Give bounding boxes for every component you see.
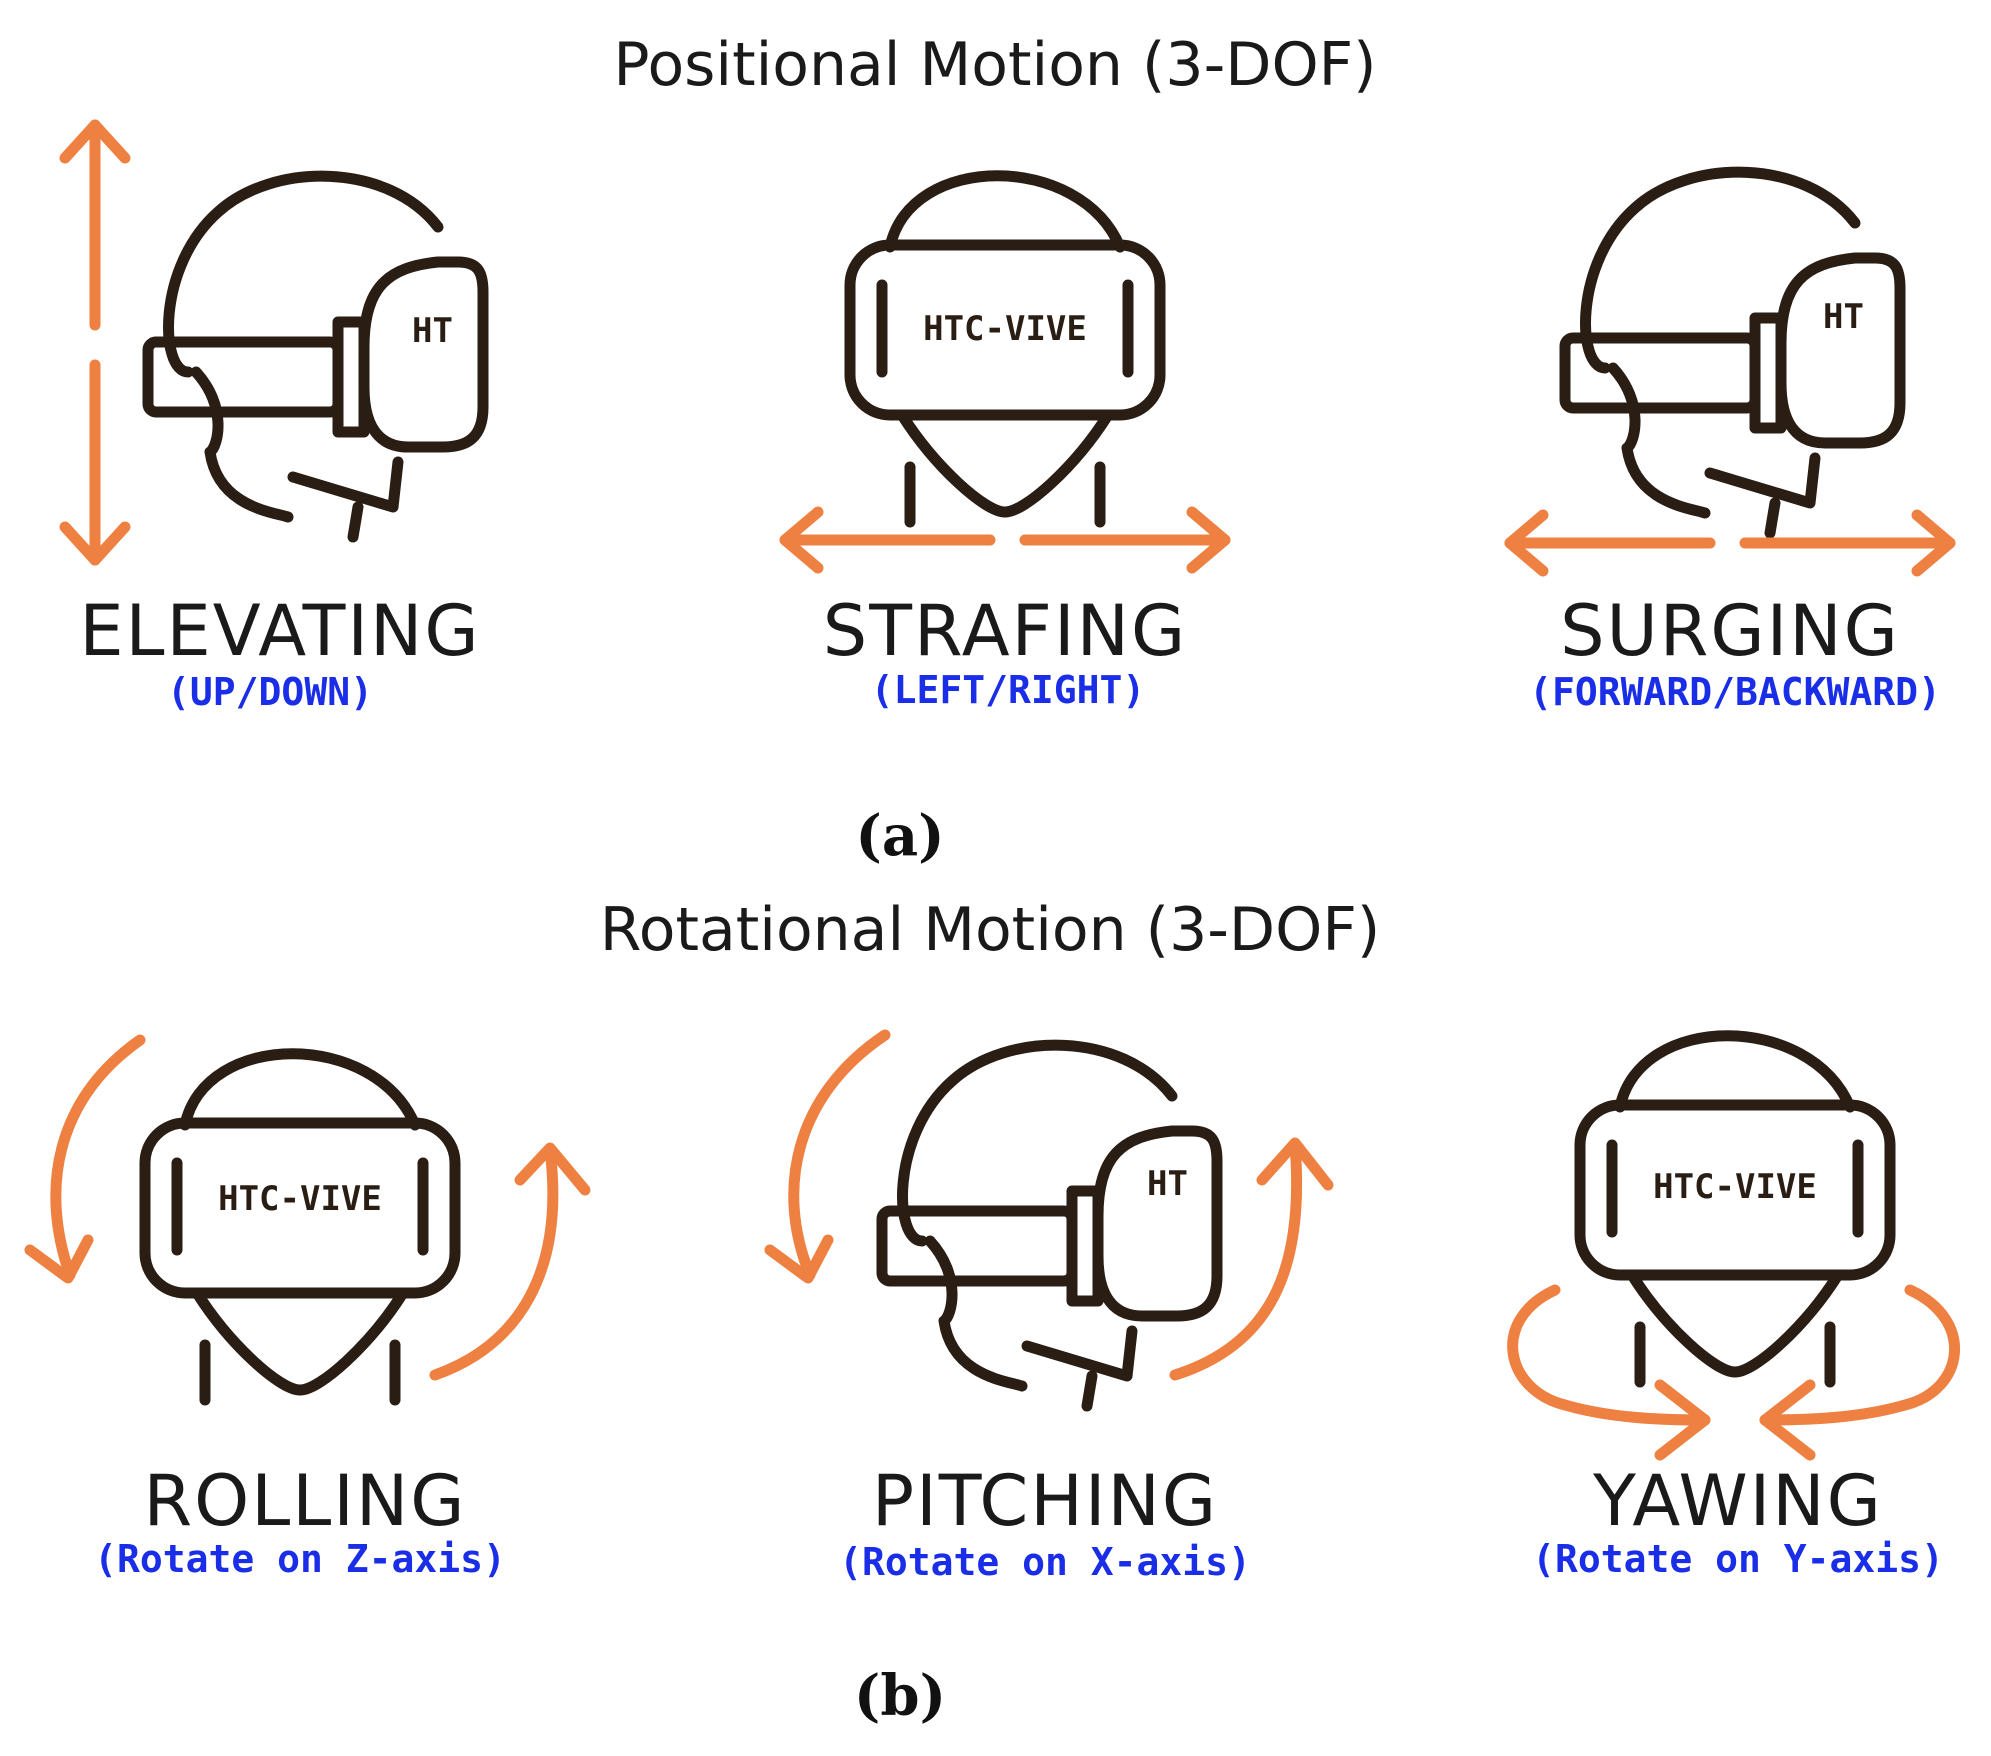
motion-name-surging: SURGING bbox=[1560, 590, 1900, 672]
roll-arrows-icon bbox=[24, 1034, 591, 1381]
headset-label: HTC-VIVE bbox=[218, 1179, 382, 1219]
motion-name-pitching: PITCHING bbox=[872, 1460, 1218, 1542]
panel-a-label: (a) bbox=[855, 803, 944, 869]
panel-b-label: (b) bbox=[854, 1663, 946, 1729]
rolling-figure: HTC-VIVE ROLLING (Rotate on Z-axis) bbox=[24, 1034, 591, 1581]
yawing-figure: HTC-VIVE YAWING (Rotate on Y-axis) bbox=[1507, 1036, 1961, 1581]
side-view-headset-icon bbox=[1565, 172, 1900, 533]
strafing-figure: HTC-VIVE STRAFING (LEFT/RIGHT) bbox=[779, 176, 1231, 712]
motion-desc-yawing: (Rotate on Y-axis) bbox=[1532, 1537, 1944, 1581]
headset-label: HTC-VIVE bbox=[1653, 1167, 1817, 1207]
headset-label: HT bbox=[412, 311, 453, 351]
headset-label: HTC-VIVE bbox=[923, 309, 1087, 349]
side-view-headset-icon bbox=[882, 1045, 1217, 1406]
motion-name-strafing: STRAFING bbox=[823, 590, 1187, 672]
forward-backward-arrow-icon bbox=[1504, 509, 1956, 577]
surging-figure: HT SURGING (FORWARD/BACKWARD) bbox=[1504, 172, 1956, 714]
motion-desc-rolling: (Rotate on Z-axis) bbox=[94, 1537, 506, 1581]
panel-a-title: Positional Motion (3-DOF) bbox=[613, 30, 1376, 100]
yaw-arrows-icon bbox=[1507, 1284, 1961, 1461]
side-view-headset-icon bbox=[148, 176, 483, 537]
motion-desc-pitching: (Rotate on X-axis) bbox=[839, 1540, 1251, 1584]
headset-label: HT bbox=[1823, 297, 1864, 337]
left-right-arrow-icon bbox=[779, 506, 1231, 574]
headset-label: HT bbox=[1147, 1164, 1188, 1204]
motion-desc-elevating: (UP/DOWN) bbox=[167, 670, 373, 714]
elevating-figure: HT ELEVATING (UP/DOWN) bbox=[59, 119, 483, 714]
motion-name-yawing: YAWING bbox=[1592, 1460, 1883, 1542]
front-view-headset-icon bbox=[1580, 1036, 1890, 1382]
pitch-arrows-icon bbox=[764, 1029, 1334, 1381]
pitching-figure: HT PITCHING (Rotate on X-axis) bbox=[764, 1029, 1334, 1584]
panel-b-title: Rotational Motion (3-DOF) bbox=[600, 895, 1381, 965]
motion-name-rolling: ROLLING bbox=[144, 1460, 467, 1542]
motion-desc-surging: (FORWARD/BACKWARD) bbox=[1529, 670, 1941, 714]
motion-desc-strafing: (LEFT/RIGHT) bbox=[871, 668, 1146, 712]
up-down-arrow-icon bbox=[59, 119, 131, 566]
front-view-headset-icon bbox=[145, 1054, 455, 1400]
motion-name-elevating: ELEVATING bbox=[79, 590, 480, 672]
